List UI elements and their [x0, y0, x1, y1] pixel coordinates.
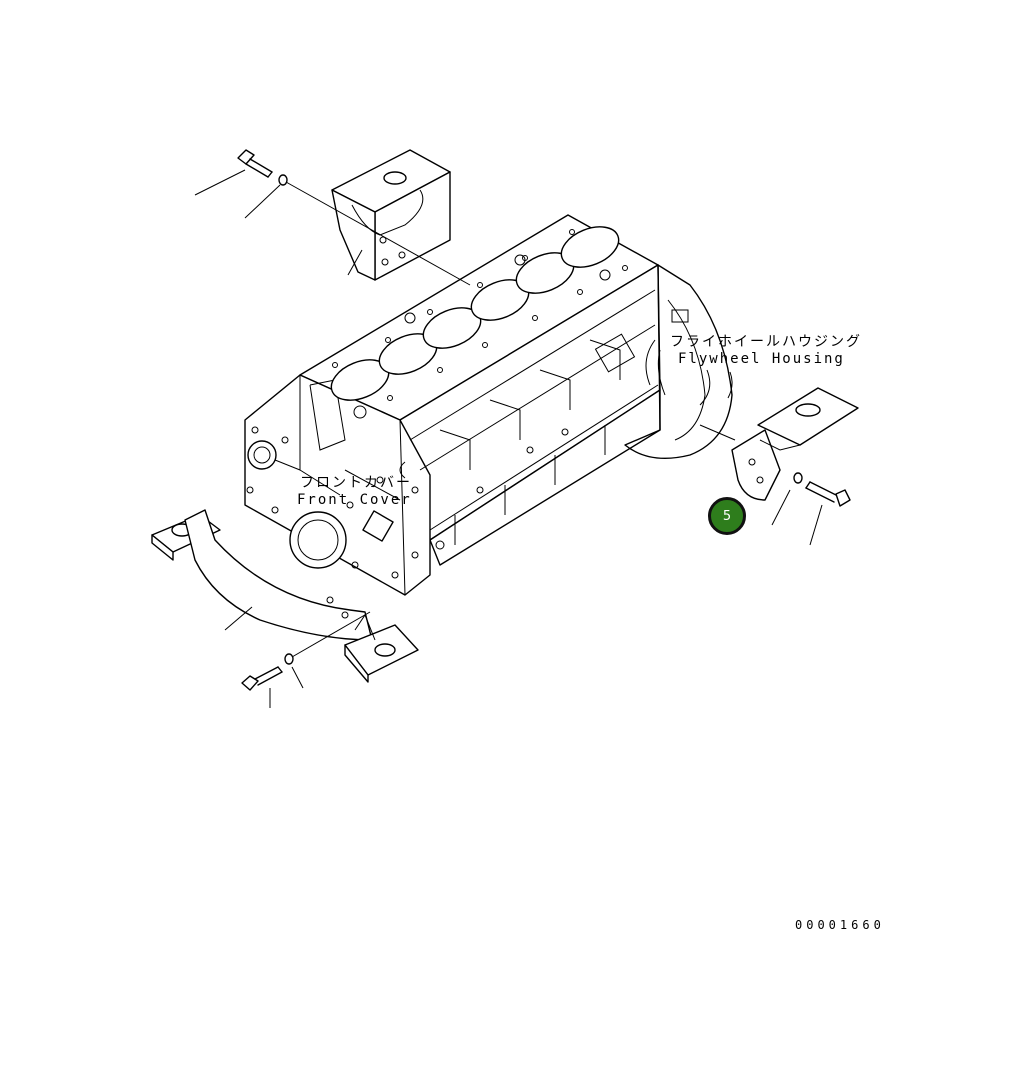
flywheel-housing-label-en: Flywheel Housing	[678, 351, 845, 367]
front-mount-bracket	[194, 149, 471, 286]
rear-mount-bracket	[699, 387, 859, 546]
bolt-top	[237, 149, 471, 286]
label-leaders	[399, 349, 733, 479]
drawing-number: 00001660	[795, 918, 885, 932]
engine-block	[244, 214, 733, 596]
flywheel-housing-label-jp: フライホイールハウジング	[670, 334, 862, 350]
front-cover-label-en: Front Cover	[297, 492, 412, 508]
part-callout-badge[interactable]: 5	[708, 497, 746, 535]
cylinder-bores	[330, 226, 620, 401]
bolt-bottom	[241, 611, 371, 691]
flywheel-housing	[624, 264, 733, 460]
front-cover-label-jp: フロントカバー	[300, 475, 412, 491]
bolt-right	[805, 481, 851, 507]
front-lower-mount-bracket	[151, 509, 419, 708]
